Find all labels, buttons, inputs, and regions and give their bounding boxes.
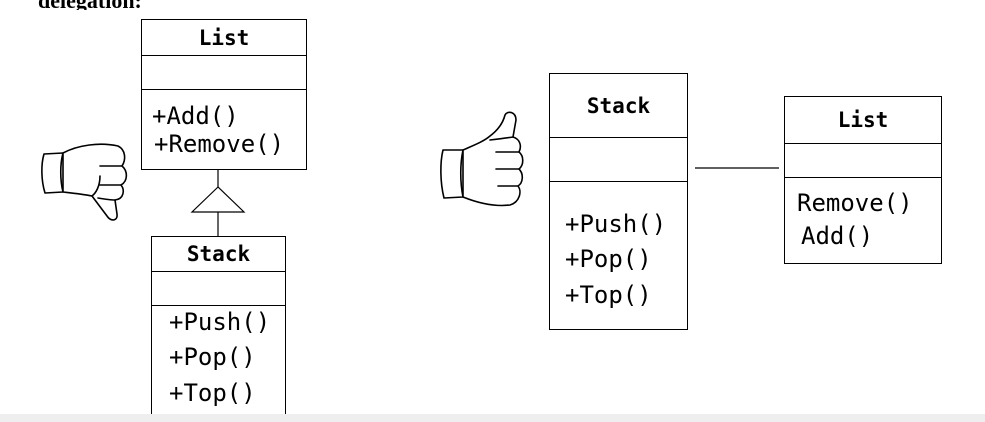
attributes-compartment [142,56,306,90]
class-name: Stack [550,74,687,138]
operation: +Add() [152,102,239,130]
operation: +Pop() [565,245,652,273]
operation: +Top() [565,281,652,309]
page-footer-strip [0,414,985,422]
class-name: List [142,20,306,56]
operation: +Push() [565,210,667,238]
attributes-compartment [785,144,941,178]
attributes-compartment [152,272,285,306]
operation: +Push() [169,308,271,336]
thumbs-up-icon [440,111,524,207]
left-stack-class: Stack +Push() +Pop() +Top() [151,236,286,418]
right-stack-class: Stack +Push() +Pop() +Top() [549,73,688,330]
operations-compartment: +Push() +Pop() +Top() [152,306,285,417]
operation: Remove() [797,189,913,217]
page-heading-fragment: delegation: [38,0,142,10]
thumbs-down-icon [41,143,128,221]
attributes-compartment [550,138,687,182]
operation: Add() [801,222,874,250]
class-name: List [785,97,941,144]
operations-compartment: Remove() Add() [785,178,941,263]
left-list-class: List +Add() +Remove() [141,19,307,170]
operation: +Remove() [154,130,285,158]
right-list-class: List Remove() Add() [784,96,942,264]
class-name: Stack [152,237,285,272]
operation: +Top() [169,379,256,407]
operations-compartment: +Add() +Remove() [142,90,306,169]
inheritance-arrow [190,170,246,236]
operations-compartment: +Push() +Pop() +Top() [550,182,687,329]
operation: +Pop() [169,343,256,371]
